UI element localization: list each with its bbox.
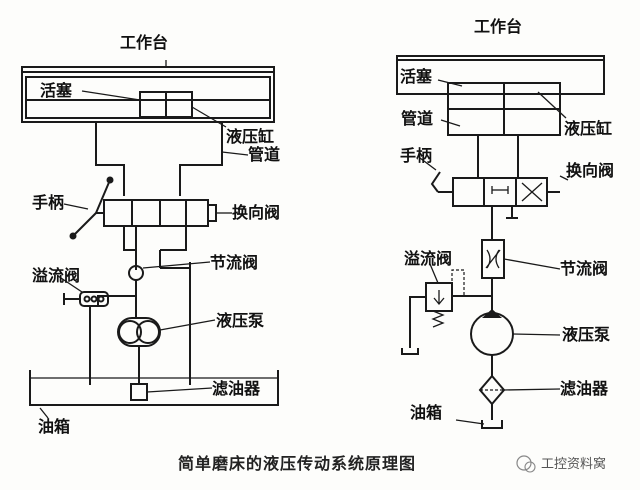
left-piston-leader	[81, 90, 141, 101]
left-handle-label: 手柄	[32, 193, 64, 212]
right-relief-valve-label: 溢流阀	[404, 249, 452, 268]
right-cylinder-leader	[537, 91, 567, 119]
left-cylinder-leader	[191, 106, 227, 128]
left-throttle-valve-label: 节流阀	[210, 253, 258, 272]
left-handle-arm	[95, 179, 111, 214]
left-filter[interactable]	[130, 383, 148, 401]
left-relief-dot1	[83, 295, 91, 303]
right-handle-leader	[419, 157, 437, 171]
right-relief-pilot	[451, 269, 465, 296]
left-worktable	[21, 66, 275, 123]
right-valve-leader	[559, 175, 569, 181]
right-diagram: 工作台 活塞 液压缸 管道 手柄 换向阀 溢流阀 节流阀 液压泵 滤油器 油箱	[396, 17, 614, 429]
left-valve-port-b	[160, 226, 187, 251]
left-handle-knob	[106, 176, 114, 184]
figure-caption: 简单磨床的液压传动系统原理图	[178, 454, 416, 473]
left-throttle-leader	[142, 261, 211, 269]
left-handle-lever[interactable]	[72, 212, 97, 237]
left-filter-label: 滤油器	[212, 379, 261, 398]
right-relief-drain	[409, 296, 426, 348]
right-relief-spring	[431, 310, 445, 328]
left-tank	[29, 370, 279, 406]
left-pipe-a	[95, 122, 125, 196]
left-tank-label: 油箱	[38, 417, 70, 436]
left-relief-dot2	[90, 295, 98, 303]
right-reversing-valve-label: 换向阀	[566, 161, 614, 180]
right-throttle-arrow	[485, 249, 501, 269]
right-filter-label: 滤油器	[560, 379, 609, 398]
left-tank-leader	[39, 407, 49, 419]
right-pump-leader	[512, 333, 561, 336]
right-pump-label: 液压泵	[562, 325, 610, 344]
left-handle-pivot	[69, 232, 77, 240]
right-throttle-leader	[503, 258, 561, 270]
left-cylinder-label: 液压缸	[226, 127, 274, 146]
left-pipe-label: 管道	[248, 145, 280, 164]
wechat-icon	[516, 455, 532, 471]
right-valve-cross2	[521, 182, 543, 202]
wechat-icon-bubble	[524, 461, 536, 473]
right-tank-leader	[455, 419, 485, 425]
right-pump[interactable]	[470, 312, 514, 356]
right-worktable-label: 工作台	[474, 17, 522, 36]
left-pipe-b	[179, 122, 223, 196]
left-valve-port-a	[123, 226, 136, 251]
right-cylinder-label: 液压缸	[564, 119, 612, 138]
right-relief-leader	[429, 263, 439, 284]
right-piston-leader	[437, 79, 463, 87]
right-filter-leader	[503, 388, 561, 391]
right-throttle-valve-label: 节流阀	[560, 259, 608, 278]
left-piston-label: 活塞	[40, 81, 73, 100]
left-relief-branch	[97, 295, 136, 305]
left-worktable-label: 工作台	[120, 33, 168, 52]
left-diagram: 工作台 活塞 液压缸 管道 手柄 换向阀 节流阀 溢流阀 液压泵 滤油器 油箱	[21, 33, 280, 436]
left-pump-label: 液压泵	[216, 311, 264, 330]
right-piston-label: 活塞	[400, 67, 433, 86]
right-handle-label: 手柄	[400, 146, 432, 165]
right-worktable	[396, 55, 605, 95]
left-valve-spring	[207, 204, 217, 222]
left-handle-leader	[63, 203, 89, 210]
left-relief-leader	[57, 275, 83, 293]
left-relief-valve-label: 溢流阀	[32, 266, 80, 285]
watermark-text: 工控资料窝	[541, 456, 606, 472]
left-relief-dot3	[97, 295, 105, 303]
right-pipe-leader	[440, 119, 461, 127]
right-pipe-label: 管道	[401, 109, 433, 128]
watermark: 工控资料窝	[516, 455, 606, 473]
right-handle-lever[interactable]	[430, 171, 441, 193]
right-relief-branch	[451, 286, 492, 297]
left-pump-leader	[159, 319, 216, 331]
right-relief-tank	[401, 348, 419, 355]
right-tank	[481, 420, 503, 429]
left-filter-leader	[146, 387, 213, 393]
right-pump-triangle	[482, 309, 502, 318]
right-tank-label: 油箱	[410, 403, 442, 422]
right-relief-arrowhead	[433, 297, 445, 306]
left-pipe-leader	[221, 151, 249, 156]
left-reversing-valve-label: 换向阀	[232, 203, 280, 222]
left-reversing-valve[interactable]	[103, 199, 209, 227]
